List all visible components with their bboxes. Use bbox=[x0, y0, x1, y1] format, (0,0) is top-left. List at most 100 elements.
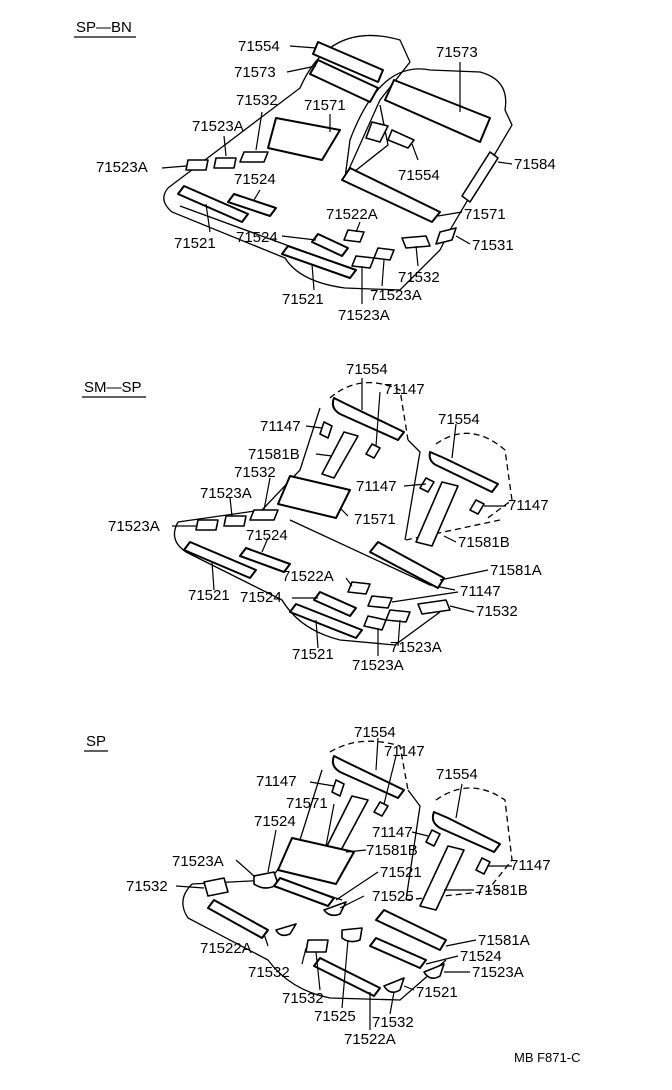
label-71532: 71532 bbox=[236, 92, 278, 109]
labels-sp: 71554 71147 71147 71554 71571 71524 7158… bbox=[126, 724, 551, 1048]
label-71524: 71524 bbox=[240, 589, 282, 606]
part-71581b-d bbox=[419, 845, 465, 911]
leader-line bbox=[375, 737, 379, 771]
part-71521-c bbox=[183, 541, 257, 579]
section-sp-bn: SP—BN bbox=[74, 19, 556, 324]
outline-path bbox=[289, 519, 456, 591]
label-71523a: 71523A bbox=[338, 307, 390, 324]
leader-line bbox=[403, 483, 427, 487]
leader-line bbox=[263, 477, 271, 511]
parts-sm-sp bbox=[183, 397, 499, 639]
footer-code: MB F871-C bbox=[514, 1050, 580, 1065]
outline-path bbox=[404, 439, 421, 541]
part-71523a-b bbox=[213, 157, 237, 169]
label-71532: 71532 bbox=[248, 964, 290, 981]
part-71523a-e bbox=[195, 519, 219, 531]
label-71521: 71521 bbox=[380, 864, 422, 881]
part-71532-b bbox=[401, 235, 431, 249]
part-71571-c bbox=[277, 475, 351, 519]
label-71523a: 71523A bbox=[108, 518, 160, 535]
outline-path bbox=[329, 382, 409, 441]
label-71532: 71532 bbox=[476, 603, 518, 620]
leader-line bbox=[211, 561, 215, 591]
part-71524-d bbox=[313, 591, 357, 617]
label-71554: 71554 bbox=[398, 167, 440, 184]
label-71523a: 71523A bbox=[472, 964, 524, 981]
leader-line bbox=[375, 391, 381, 447]
label-71523a: 71523A bbox=[352, 657, 404, 674]
label-71522a: 71522A bbox=[282, 568, 334, 585]
label-71522a: 71522A bbox=[200, 940, 252, 957]
leader-line bbox=[455, 235, 471, 245]
part-71531 bbox=[435, 227, 457, 245]
part-71573-a bbox=[309, 59, 379, 103]
leader-line bbox=[205, 203, 211, 233]
label-71573: 71573 bbox=[234, 64, 276, 81]
part-71521-e bbox=[273, 877, 335, 907]
leader-line bbox=[355, 221, 361, 233]
leader-line bbox=[263, 933, 269, 947]
label-71581a: 71581A bbox=[478, 932, 530, 949]
outline-path bbox=[173, 521, 441, 646]
leader-line bbox=[345, 849, 367, 853]
label-71521: 71521 bbox=[188, 587, 230, 604]
part-71523a-f bbox=[223, 515, 247, 527]
leader-line bbox=[281, 235, 317, 241]
label-71571: 71571 bbox=[464, 206, 506, 223]
label-71147: 71147 bbox=[508, 497, 549, 514]
label-71532: 71532 bbox=[398, 269, 440, 286]
outline-path bbox=[177, 407, 321, 523]
label-71532: 71532 bbox=[126, 878, 168, 895]
part-71147-d bbox=[469, 499, 485, 515]
label-71524: 71524 bbox=[460, 948, 502, 965]
label-71147: 71147 bbox=[510, 857, 551, 874]
leader-line bbox=[223, 135, 227, 157]
label-71524: 71524 bbox=[246, 527, 288, 544]
leader-line bbox=[439, 569, 489, 581]
part-71147-f bbox=[331, 779, 345, 797]
part-71532-h bbox=[383, 977, 405, 994]
part-71147-b bbox=[365, 443, 381, 459]
leader-line bbox=[383, 755, 397, 805]
label-71524: 71524 bbox=[236, 229, 278, 246]
part-71147-g bbox=[373, 801, 389, 817]
label-71581b: 71581B bbox=[366, 842, 418, 859]
part-71523a-d bbox=[373, 247, 395, 261]
seat-outline-sp bbox=[182, 740, 513, 1001]
leader-line bbox=[403, 985, 415, 991]
outline-path bbox=[329, 740, 409, 791]
label-71554: 71554 bbox=[238, 38, 280, 55]
outline-path bbox=[349, 104, 389, 176]
labels-sp-bn: 71554 71573 71532 71523A 71523A 71571 71… bbox=[96, 38, 556, 324]
leader-line bbox=[411, 831, 429, 837]
part-71147-i bbox=[475, 857, 491, 875]
label-71523a: 71523A bbox=[96, 159, 148, 176]
label-71554: 71554 bbox=[346, 361, 388, 378]
outline-path bbox=[405, 889, 501, 901]
leader-line bbox=[335, 871, 379, 901]
part-71522a bbox=[343, 229, 365, 243]
leader-line bbox=[315, 951, 321, 991]
outline-path bbox=[344, 68, 513, 251]
leader-line bbox=[381, 259, 385, 287]
part-71554-b1 bbox=[365, 121, 389, 143]
part-71571-d bbox=[277, 837, 355, 885]
seat-outline-sp-bn bbox=[163, 34, 513, 291]
label-71523a: 71523A bbox=[192, 118, 244, 135]
section-sm-sp: SM—SP bbox=[82, 361, 549, 674]
leaders-sm-sp bbox=[172, 378, 506, 656]
part-71521-d bbox=[289, 603, 363, 639]
leader-line bbox=[341, 939, 349, 1009]
part-71522a-b bbox=[347, 581, 371, 595]
part-71523a-h bbox=[385, 609, 411, 623]
part-71525-a bbox=[323, 901, 347, 917]
part-71147-a bbox=[319, 421, 333, 439]
leader-line bbox=[286, 65, 317, 73]
part-71581b-a bbox=[321, 431, 359, 479]
part-71523a-j bbox=[423, 963, 445, 980]
leader-line bbox=[443, 535, 457, 543]
leader-line bbox=[497, 161, 513, 165]
outline-path bbox=[163, 187, 441, 291]
outline-path bbox=[405, 519, 501, 541]
